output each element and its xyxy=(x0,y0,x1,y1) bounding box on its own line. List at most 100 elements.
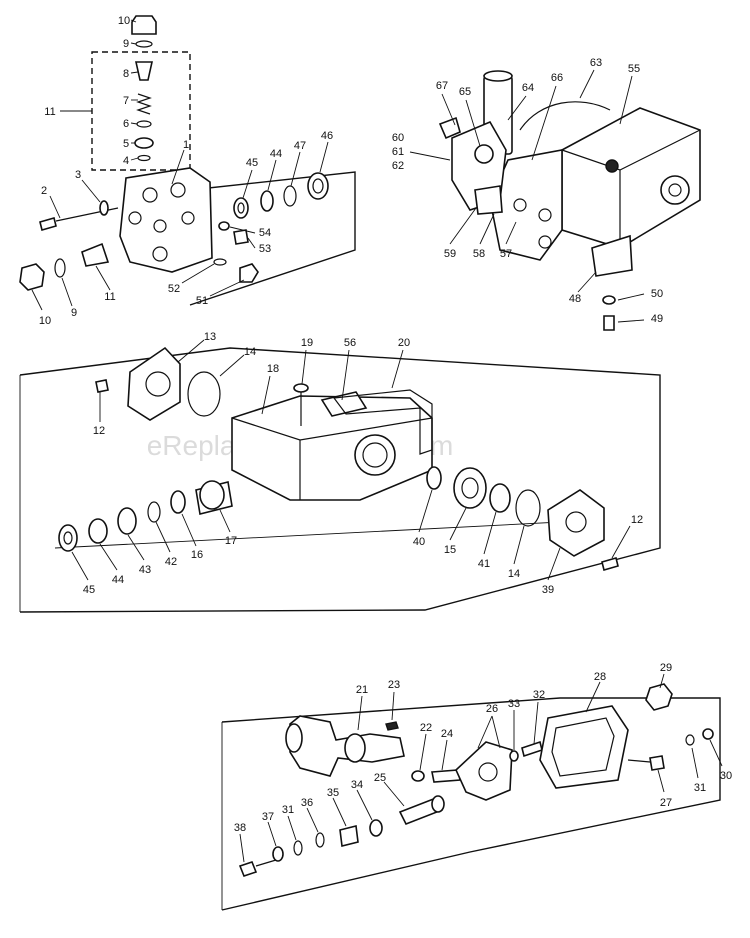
callout-58: 58 xyxy=(473,248,485,260)
leader-31b xyxy=(691,747,699,779)
leader-14b xyxy=(513,525,525,565)
callout-63: 63 xyxy=(590,57,602,69)
leader-40 xyxy=(418,489,433,533)
callout-27: 27 xyxy=(660,797,672,809)
leader-13 xyxy=(177,339,205,363)
crank-journal xyxy=(344,733,366,763)
callout-20: 20 xyxy=(398,337,410,349)
leader-6 xyxy=(130,122,138,125)
port-f xyxy=(152,246,168,262)
leader-25 xyxy=(383,781,405,807)
valve-plug-8 xyxy=(135,61,153,81)
plug-30 xyxy=(702,728,714,740)
port-d xyxy=(153,219,167,233)
crankcase-frame xyxy=(19,347,661,613)
callout-16: 16 xyxy=(191,549,203,561)
gasket-20 xyxy=(332,389,433,455)
leader-11b xyxy=(95,265,111,291)
callout-45a: 45 xyxy=(246,157,258,169)
gauge-65 xyxy=(474,144,494,164)
leader-23 xyxy=(391,691,395,721)
leader-12b xyxy=(611,525,631,559)
bearing-15 xyxy=(453,467,487,509)
o-ring-9b xyxy=(54,258,66,278)
port-c xyxy=(128,211,142,225)
bolt-32 xyxy=(521,740,543,758)
leader-16 xyxy=(181,513,197,547)
bolt-49 xyxy=(603,315,615,331)
callout-36: 36 xyxy=(301,797,313,809)
callout-25: 25 xyxy=(374,772,386,784)
bearing-bore xyxy=(354,434,396,476)
shaft-inner xyxy=(668,183,682,197)
assembled-pump: 67 65 64 66 63 55 60 61 62 59 58 57 48 5… xyxy=(392,57,701,331)
callout-12b: 12 xyxy=(631,514,643,526)
sleeve-35 xyxy=(339,825,359,847)
leader-57 xyxy=(505,221,517,245)
leader-35 xyxy=(332,797,347,827)
washer-50 xyxy=(602,295,616,305)
mb-port-1 xyxy=(513,198,527,212)
dipstick-cap xyxy=(293,383,309,393)
valve-6 xyxy=(136,120,152,128)
plate-56 xyxy=(320,391,368,417)
flange-39 xyxy=(547,489,605,557)
leader-8 xyxy=(130,71,139,74)
callout-37: 37 xyxy=(262,811,274,823)
manifold-assembly: 10 9 8 7 6 5 4 11 1 2 3 45 44 47 46 54 5… xyxy=(19,15,356,327)
bolt-27-shaft xyxy=(627,759,651,763)
o-ring-42 xyxy=(147,501,161,523)
leader-36 xyxy=(306,807,319,833)
flange-39-bore xyxy=(565,511,587,533)
bearing-bore-inner xyxy=(362,442,388,468)
leader-2 xyxy=(49,195,61,219)
callout-31b: 31 xyxy=(694,782,706,794)
leader-46 xyxy=(319,141,329,173)
callout-33: 33 xyxy=(508,698,520,710)
callout-44a: 44 xyxy=(270,148,282,160)
callout-19: 19 xyxy=(301,337,313,349)
valve-seat-5 xyxy=(134,137,154,149)
bolt-38-shaft xyxy=(255,859,277,867)
seal-44 xyxy=(260,190,274,212)
flange-bore xyxy=(145,371,171,397)
crankshaft-frame xyxy=(221,697,721,911)
port-b xyxy=(170,182,186,198)
seal-43 xyxy=(117,507,137,535)
leader-50 xyxy=(617,293,645,301)
callout-64: 64 xyxy=(522,82,534,94)
callout-13: 13 xyxy=(204,331,216,343)
leader-10 xyxy=(130,19,137,23)
o-ring-14b xyxy=(515,489,541,527)
screw-12 xyxy=(95,379,109,393)
callout-29: 29 xyxy=(660,662,672,674)
seal-16 xyxy=(170,490,186,514)
callout-45b: 45 xyxy=(83,584,95,596)
callout-40: 40 xyxy=(413,536,425,548)
leader-65 xyxy=(465,99,481,147)
valve-spring-7 xyxy=(136,93,152,115)
callout-11a: 11 xyxy=(44,106,55,118)
leader-54 xyxy=(229,226,256,234)
leader-34 xyxy=(356,789,373,821)
leader-58 xyxy=(479,213,495,245)
callout-66: 66 xyxy=(551,72,563,84)
leader-45a xyxy=(242,169,253,199)
leader-59 xyxy=(449,207,477,245)
key-23 xyxy=(385,721,399,731)
callout-44b: 44 xyxy=(112,574,124,586)
callout-3: 3 xyxy=(75,169,81,181)
crankshaft-assembly: 21 23 22 24 26 33 32 25 34 35 36 31 37 3… xyxy=(221,662,732,911)
seal-45 xyxy=(233,197,249,219)
leader-60 xyxy=(409,151,451,161)
plunger-end xyxy=(199,480,225,510)
rod-bore xyxy=(478,762,498,782)
bolt-27 xyxy=(649,755,665,771)
bolt-38-head xyxy=(238,861,258,877)
crosshead-end xyxy=(431,795,445,813)
leader-19 xyxy=(301,349,307,385)
axis-line xyxy=(54,519,601,549)
leader-3 xyxy=(81,179,101,203)
callout-11b: 11 xyxy=(104,291,115,303)
callout-10: 10 xyxy=(118,15,130,27)
